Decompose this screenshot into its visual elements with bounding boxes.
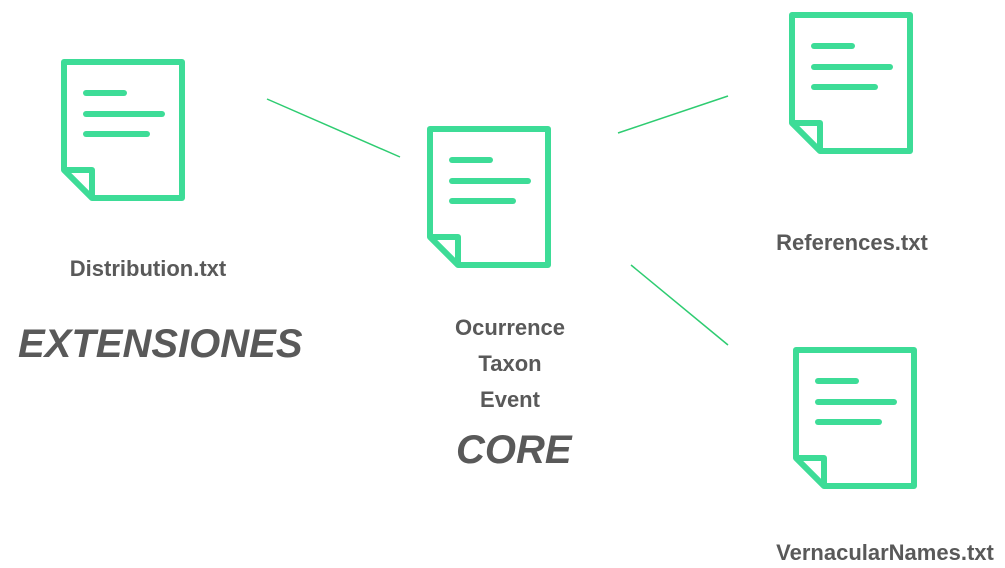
extensions-title: EXTENSIONES xyxy=(18,322,303,366)
document-icon-vernacular xyxy=(790,344,920,492)
vernacular-file-label: VernacularNames.txt xyxy=(776,540,994,565)
distribution-file-label: Distribution.txt xyxy=(69,256,227,281)
core-type-event: Event xyxy=(480,387,540,412)
document-icon-core xyxy=(424,123,554,271)
core-title: CORE xyxy=(456,428,572,472)
references-file-label: References.txt xyxy=(776,230,928,255)
connector-core-references xyxy=(617,95,729,134)
connector-core-vernacular xyxy=(630,264,729,346)
connector-distribution-core xyxy=(266,98,401,158)
core-type-ocurrence: Ocurrence xyxy=(454,315,566,340)
core-type-taxon: Taxon xyxy=(478,351,542,376)
document-icon-distribution xyxy=(58,56,188,204)
document-icon-references xyxy=(786,9,916,157)
core-types-list: Ocurrence Taxon Event xyxy=(390,310,630,418)
